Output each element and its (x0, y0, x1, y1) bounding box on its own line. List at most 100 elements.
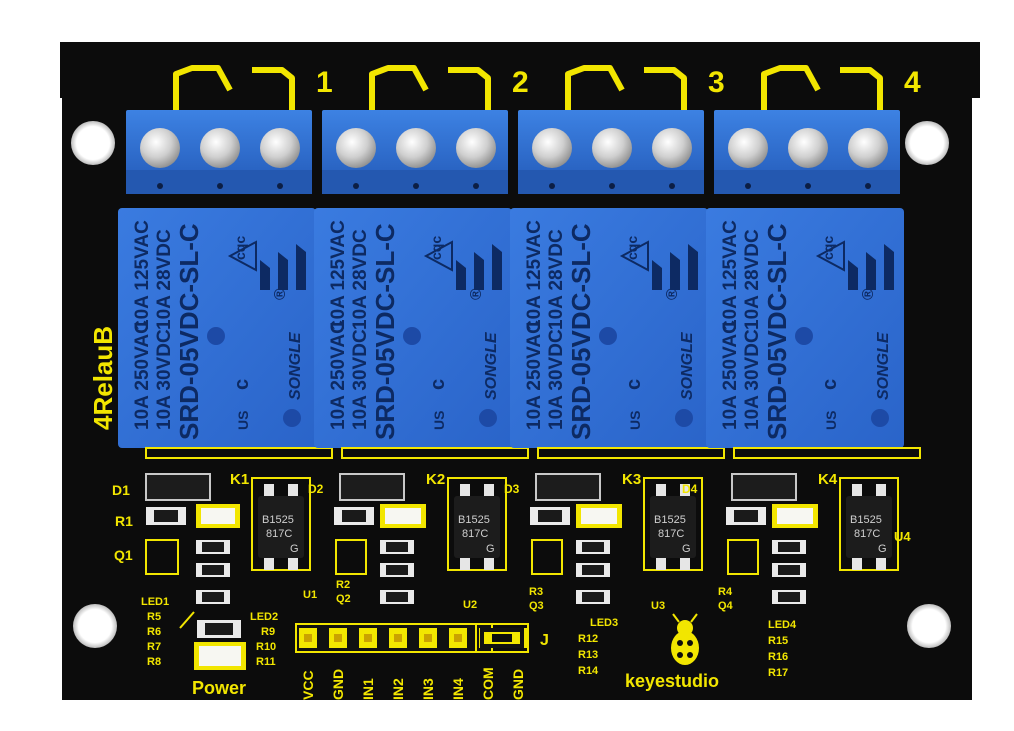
header-pin-in2[interactable]: IN2 (389, 628, 407, 700)
screw-icon[interactable] (336, 128, 376, 168)
screw-icon[interactable] (848, 128, 888, 168)
songle-logo-icon (652, 244, 698, 290)
relay-ref-label: K1 (230, 471, 249, 488)
ref-q4: Q4 (718, 600, 734, 612)
screw-icon[interactable] (728, 128, 768, 168)
songle-logo-icon (848, 244, 894, 290)
header-pin-in3[interactable]: IN3 (419, 628, 437, 700)
opto-mark: G (290, 543, 299, 555)
ref-q3: Q3 (529, 600, 544, 612)
keyestudio-logo (671, 613, 699, 665)
screw-terminal-block[interactable] (714, 110, 900, 194)
channel-number: 4 (904, 66, 921, 99)
screw-terminal-block[interactable] (126, 110, 312, 194)
channel-smd-components (726, 473, 818, 604)
screw-icon[interactable] (532, 128, 572, 168)
channel-smd-components (334, 473, 426, 604)
ref-r13: R13 (578, 649, 598, 661)
header-pin-in4[interactable]: IN4 (449, 628, 467, 700)
ref-r3: R3 (529, 586, 543, 598)
relay-cqc-mark: cqc (624, 236, 640, 260)
relay-rating-125vac: 10A 125VAC (524, 220, 545, 330)
relay-rating-28vdc: 10A 28VDC (154, 229, 175, 330)
relay-rating-30vdc: 10A 30VDC (154, 329, 175, 430)
pin-label: IN1 (360, 678, 376, 700)
warning-triangle-icon (227, 240, 257, 272)
screw-icon[interactable] (592, 128, 632, 168)
relay-cqc-mark: cqc (820, 236, 836, 260)
ref-u1: U1 (303, 589, 317, 601)
pin-label: COM (480, 667, 496, 700)
opto-model: 817C (854, 528, 880, 540)
relay-registered-mark: ® (664, 288, 681, 300)
screw-terminal-block[interactable] (518, 110, 704, 194)
relay-rating-250vac: 10A 250VAC (720, 320, 741, 430)
header-pin-gnd-1[interactable]: GND (329, 628, 347, 700)
ref-led1: LED1 (141, 596, 169, 608)
opto-model: 817C (462, 528, 488, 540)
songle-brand-label: SONGLE (287, 331, 304, 400)
ref-led2: LED2 (250, 611, 278, 623)
relay-rating-28vdc: 10A 28VDC (350, 229, 371, 330)
mounting-hole-top-left (71, 121, 115, 165)
opto-mark: G (486, 543, 495, 555)
mounting-hole-top-right (905, 121, 949, 165)
channel-bracket (761, 65, 883, 110)
screw-icon[interactable] (788, 128, 828, 168)
relay-rating-250vac: 10A 250VAC (524, 320, 545, 430)
com-gnd-jumper[interactable] (475, 623, 529, 653)
screw-icon[interactable] (200, 128, 240, 168)
opto-part-number: B1525 (850, 514, 882, 526)
relay-registered-mark: ® (272, 288, 289, 300)
ref-r9: R9 (261, 626, 275, 638)
screw-terminal-block[interactable] (322, 110, 508, 194)
diode-ref-label: D4 (682, 482, 698, 496)
screw-icon[interactable] (456, 128, 496, 168)
left-smd-components (145, 473, 246, 670)
relay-cqc-mark: cqc (232, 236, 248, 260)
screw-icon[interactable] (396, 128, 436, 168)
header-pin-in1[interactable]: IN1 (359, 628, 377, 700)
songle-logo-icon (260, 244, 306, 290)
relay-cqc-mark: cqc (428, 236, 444, 260)
ref-r10: R10 (256, 641, 276, 653)
songle-brand-label: SONGLE (483, 331, 500, 400)
warning-triangle-icon (815, 240, 845, 272)
board-model-label: 4RelauB (88, 326, 118, 430)
channel-smd-components (530, 473, 622, 604)
optocoupler-ic: B1525 817C G (839, 477, 899, 571)
relay-us-mark: US (627, 411, 643, 430)
opto-mark: G (878, 543, 887, 555)
ref-r1: R1 (115, 513, 133, 529)
screw-icon[interactable] (260, 128, 300, 168)
pin-label: IN4 (450, 678, 466, 700)
relay-rating-125vac: 10A 125VAC (720, 220, 741, 330)
opto-part-number: B1525 (262, 514, 294, 526)
ref-q1: Q1 (114, 547, 133, 563)
header-pin-vcc[interactable]: VCC (299, 628, 317, 700)
pin-label: GND (330, 669, 346, 700)
relay-registered-mark: ® (468, 288, 485, 300)
relay-rating-30vdc: 10A 30VDC (546, 329, 567, 430)
channel-number: 2 (512, 66, 529, 99)
diode-ref-label: D3 (504, 482, 520, 496)
screw-icon[interactable] (652, 128, 692, 168)
channel-number: 1 (316, 66, 333, 99)
screw-icon[interactable] (140, 128, 180, 168)
relay-rating-125vac: 10A 125VAC (132, 220, 153, 330)
pin-label: IN3 (420, 678, 436, 700)
ref-r8: R8 (147, 656, 161, 668)
ref-r17: R17 (768, 667, 788, 679)
songle-brand-label: SONGLE (679, 331, 696, 400)
ref-u4: U4 (894, 529, 911, 544)
warning-triangle-icon (619, 240, 649, 272)
ref-r5: R5 (147, 611, 161, 623)
